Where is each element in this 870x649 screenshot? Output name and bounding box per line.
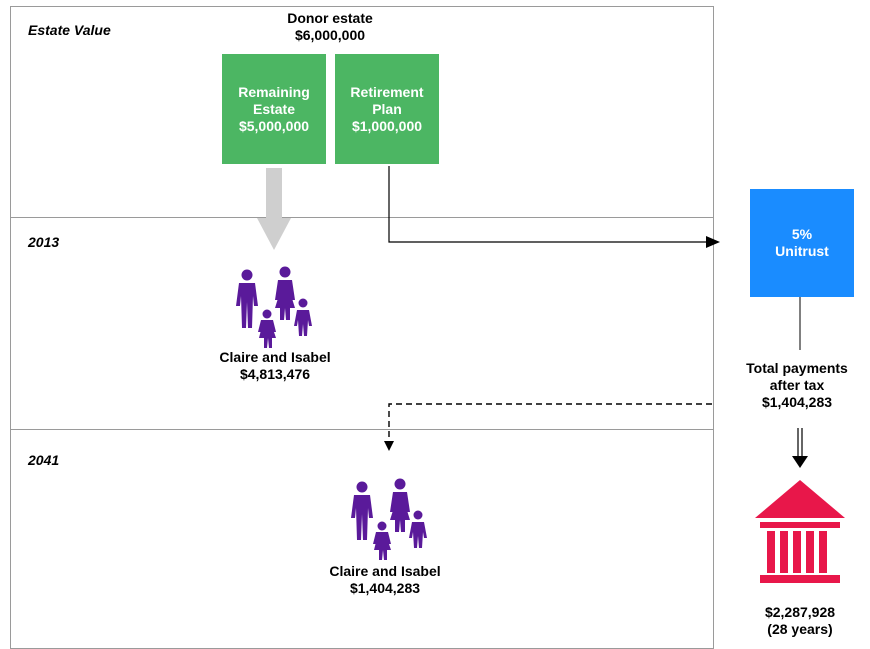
dashed-payment-arrow: [384, 403, 712, 451]
remaining-estate-line1: Remaining: [238, 83, 310, 100]
charity-total-label: $2,287,928 (28 years): [736, 604, 864, 638]
donor-estate-title: Donor estate: [287, 10, 373, 26]
total-payments-value: $1,404,283: [761, 394, 833, 410]
remaining-estate-value: $5,000,000: [238, 117, 310, 134]
unitrust-rate: 5%: [791, 226, 813, 242]
unitrust-label: Unitrust: [775, 243, 829, 259]
donor-estate-label: Donor estate $6,000,000: [240, 10, 420, 44]
retirement-plan-box: Retirement Plan $1,000,000: [335, 54, 439, 164]
retirement-plan-line2: Plan: [372, 100, 402, 117]
retirement-to-unitrust-arrow: [388, 166, 720, 248]
heirs-2013-names: Claire and Isabel: [219, 349, 331, 365]
donor-estate-value: $6,000,000: [294, 27, 366, 43]
heirs-2013-value: $4,813,476: [239, 366, 311, 382]
heirs-2041-value: $1,404,283: [349, 580, 421, 596]
charity-total-value: $2,287,928: [764, 604, 836, 620]
section-label-2013: 2013: [28, 234, 60, 250]
gray-down-arrow: [257, 168, 291, 250]
total-payments-line1: Total payments: [746, 360, 848, 376]
section-label-2041: 2041: [28, 452, 60, 468]
retirement-plan-value: $1,000,000: [351, 117, 423, 134]
family-icon: [351, 478, 427, 560]
institution-icon: [755, 480, 845, 583]
payments-to-charity-arrow: [792, 428, 808, 468]
remaining-estate-line2: Estate: [252, 100, 296, 117]
total-payments-line2: after tax: [769, 377, 825, 393]
section-label-estate-value: Estate Value: [28, 22, 111, 38]
unitrust-box: 5% Unitrust: [750, 189, 854, 297]
heirs-2041-label: Claire and Isabel $1,404,283: [280, 563, 490, 597]
heirs-2041-names: Claire and Isabel: [329, 563, 441, 579]
charity-total-period: (28 years): [767, 621, 833, 637]
family-icon: [236, 266, 312, 348]
heirs-2013-label: Claire and Isabel $4,813,476: [170, 349, 380, 383]
total-payments-label: Total payments after tax $1,404,283: [724, 360, 870, 411]
remaining-estate-box: Remaining Estate $5,000,000: [222, 54, 326, 164]
retirement-plan-line1: Retirement: [350, 83, 424, 100]
